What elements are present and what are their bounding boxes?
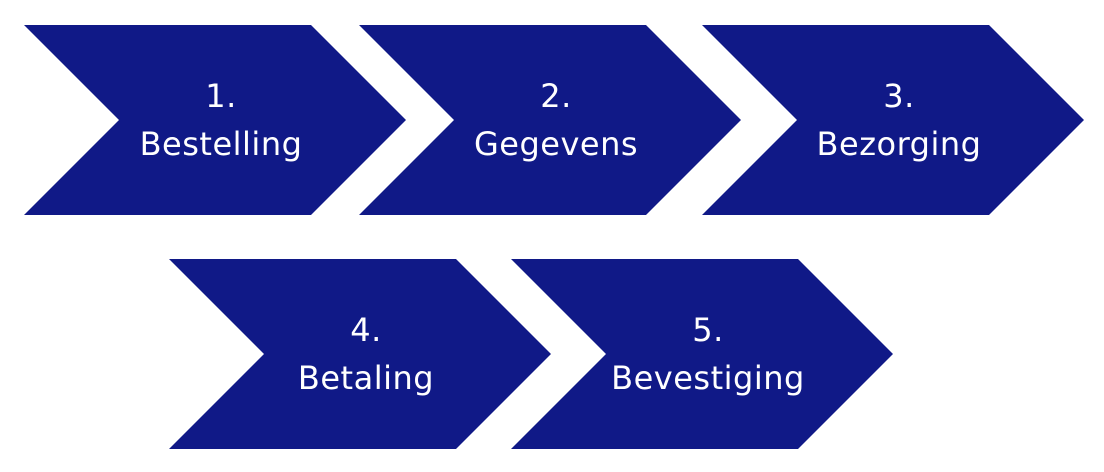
- chevron-shape: [169, 259, 551, 449]
- step-bezorging[interactable]: 3. Bezorging: [702, 25, 1084, 215]
- chevron-shape: [24, 25, 406, 215]
- step-gegevens[interactable]: 2. Gegevens: [359, 25, 741, 215]
- step-bestelling[interactable]: 1. Bestelling: [24, 25, 406, 215]
- chevron-shape: [359, 25, 741, 215]
- chevron-shape: [702, 25, 1084, 215]
- step-betaling[interactable]: 4. Betaling: [169, 259, 551, 449]
- step-bevestiging[interactable]: 5. Bevestiging: [511, 259, 893, 449]
- chevron-shape: [511, 259, 893, 449]
